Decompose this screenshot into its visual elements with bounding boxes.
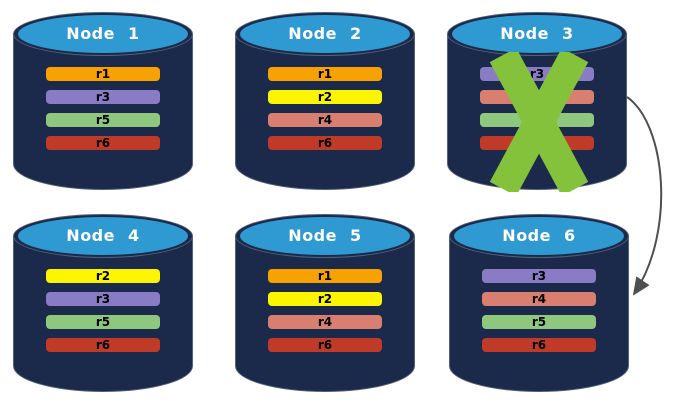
replica-bar: r6 <box>482 338 596 352</box>
cylinder-cap <box>452 15 622 53</box>
replica-bar: r5 <box>46 315 160 329</box>
replica-bar: r1 <box>46 67 160 81</box>
node-title: Node 4 <box>66 226 140 245</box>
replica-bar: r6 <box>268 136 382 150</box>
cylinder-body <box>235 236 415 392</box>
node-5: Node 5 r1 r2 r4 r6 <box>235 214 415 392</box>
node-4: Node 4 r2 r3 r5 r6 <box>13 214 193 392</box>
replica-bar: r1 <box>268 269 382 283</box>
replica-list: r1 r2 r4 r6 <box>268 269 382 361</box>
replica-bar: r3 <box>46 292 160 306</box>
cylinder-cap <box>240 217 410 255</box>
node-6: Node 6 r3 r4 r5 r6 <box>449 214 629 392</box>
replica-list: r1 r2 r4 r6 <box>268 67 382 159</box>
replica-bar: r3 <box>46 90 160 104</box>
cylinder-cap <box>240 15 410 53</box>
cylinder-cap <box>18 15 188 53</box>
replica-bar: r6 <box>46 338 160 352</box>
node-1: Node 1 r1 r3 r5 r6 <box>13 12 193 190</box>
cylinder-cap <box>18 217 188 255</box>
cylinder-body <box>235 34 415 190</box>
replica-list: r2 r3 r5 r6 <box>46 269 160 361</box>
node-title: Node 1 <box>66 24 140 43</box>
replica-bar: r5 <box>46 113 160 127</box>
node-title: Node 3 <box>500 24 574 43</box>
cylinder-cap <box>454 217 624 255</box>
replica-bar: r5 <box>482 315 596 329</box>
cylinder-body <box>13 236 193 392</box>
replica-bar: r6 <box>46 136 160 150</box>
replica-bar: r2 <box>268 292 382 306</box>
node-title: Node 2 <box>288 24 362 43</box>
cylinder-body <box>13 34 193 190</box>
arrow-curve <box>626 96 663 296</box>
failure-cross-icon <box>489 52 589 192</box>
replica-bar: r2 <box>46 269 160 283</box>
replica-bar: r4 <box>268 315 382 329</box>
node-title: Node 5 <box>288 226 362 245</box>
node-title: Node 6 <box>502 226 576 245</box>
replica-bar: r4 <box>268 113 382 127</box>
replica-bar: r2 <box>268 90 382 104</box>
node-3: Node 3 r3 <box>447 12 627 192</box>
cylinder-body <box>449 236 629 392</box>
replica-list: r3 r4 r5 r6 <box>482 269 596 361</box>
replica-bar: r4 <box>482 292 596 306</box>
replica-bar: r3 <box>482 269 596 283</box>
node-2: Node 2 r1 r2 r4 r6 <box>235 12 415 190</box>
replica-bar: r1 <box>268 67 382 81</box>
replica-bar: r6 <box>268 338 382 352</box>
replica-list: r1 r3 r5 r6 <box>46 67 160 159</box>
